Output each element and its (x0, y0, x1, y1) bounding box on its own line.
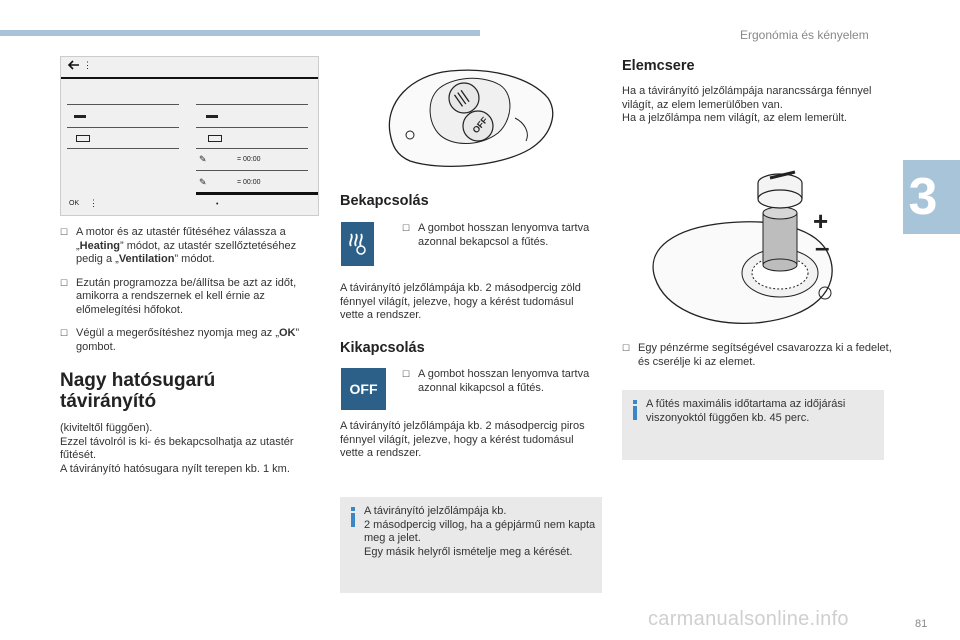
note-line: 2 másodpercig villog, ha a gépjármű nem … (364, 518, 596, 545)
text: ” módot. (174, 253, 215, 265)
info-icon (633, 400, 637, 420)
pencil-icon[interactable]: ✎ (199, 177, 207, 187)
note-line: A távirányító jelzőlámpája kb. (364, 505, 507, 517)
info-note-middle: A távirányító jelzőlámpája kb. 2 másodpe… (340, 497, 602, 593)
left-column: ☐ A motor és az utastér fűtéséhez válassz… (60, 226, 317, 354)
checkbox-bullet-icon: ☐ (622, 343, 631, 353)
text: A gombot hosszan lenyomva tartva azonnal… (418, 368, 590, 394)
elemcsere-text: Ha a távirányító jelzőlámpája narancssár… (622, 85, 884, 126)
checkbox-bullet-icon: ☐ (402, 369, 411, 379)
bullet-heating: ☐ A motor és az utastér fűtéséhez válassz… (60, 226, 317, 267)
paragraph: A távirányító hatósugara nyílt terepen k… (60, 462, 290, 475)
section-title: Ergonómia és kényelem (740, 28, 869, 42)
ok-button[interactable]: OK (69, 200, 80, 207)
note-text: A fűtés maximális időtartama az időjárás… (646, 398, 846, 424)
plus-sign: + (813, 206, 828, 236)
text: ” módot, az utastér szellőztetéséhez ped… (76, 239, 297, 266)
checkbox-bullet-icon: ☐ (60, 227, 69, 237)
note-text: A távirányító jelzőlámpája kb. 2 másodpe… (364, 505, 596, 559)
mode-dash-left (74, 115, 86, 118)
elemcsere-bullet: ☐ Egy pénzérme segítségével csavarozza ki… (622, 342, 900, 369)
text: A gombot hosszan lenyomva tartva azonnal… (418, 222, 590, 248)
note-line: Egy másik helyről ismételje meg a kérésé… (364, 545, 573, 558)
kikapcsolas-bullet: ☐ A gombot hosszan lenyomva tartva azonna… (402, 368, 618, 395)
text: Egy pénzérme segítségével csavarozza ki … (638, 342, 892, 368)
divider (67, 127, 179, 128)
mode-dash-right (206, 115, 218, 118)
bekapcsolas-paragraph: A távirányító jelzőlámpája kb. 2 másodpe… (340, 282, 581, 321)
paragraph: Ezzel távolról is ki- és bekapcsolhatja … (60, 435, 294, 462)
heating-on-icon (341, 222, 374, 266)
remote-control-illustration: OFF (388, 69, 554, 167)
chapter-tab (903, 160, 960, 234)
info-note-right: A fűtés maximális időtartama az időjárás… (622, 390, 884, 460)
heading-line: Nagy hatósugarú (60, 370, 216, 391)
page-number: 81 (915, 618, 928, 630)
paragraph: (kiviteltől függően). (60, 422, 153, 434)
minus-sign: – (815, 232, 829, 262)
paragraph: Ha a távirányító jelzőlámpája narancssár… (622, 85, 872, 111)
bullet-ok: ☐ Végül a megerősítéshez nyomja meg az „O… (60, 327, 317, 354)
info-icon (351, 507, 355, 527)
heading-line: távirányító (60, 391, 157, 412)
checkbox-bullet-icon: ☐ (60, 328, 69, 338)
text: Végül a megerősítéshez nyomja meg az „ (76, 327, 279, 339)
kebab-menu-icon[interactable]: ⋮ (89, 198, 98, 208)
kikapcsolas-paragraph: A távirányító jelzőlámpája kb. 2 másodpe… (340, 420, 585, 459)
watermark: carmanualsonline.info (648, 608, 849, 630)
time-value-1[interactable]: = 00:00 (237, 156, 261, 163)
checkbox-bullet-icon: ☐ (60, 277, 69, 288)
battery-replacement-illustration: + – (652, 170, 833, 324)
divider (196, 127, 308, 128)
bekapcsolas-title: Bekapcsolás (340, 193, 429, 209)
mode-toggle-left[interactable] (76, 135, 90, 142)
pencil-icon[interactable]: ✎ (199, 154, 207, 164)
text: A motor és az utastér fűtéséhez válassza… (76, 226, 286, 252)
divider (67, 104, 179, 105)
screen-mockup: ⋮ ✎ = 00:00 ✎ = 00:00 OK ⋮ • (60, 56, 319, 216)
divider (67, 148, 179, 149)
heating-keyword: Heating (79, 239, 121, 252)
bullet-program: ☐ Ezután programozza be/állítsa be azt az… (60, 277, 317, 318)
divider (196, 170, 308, 171)
kikapcsolas-title: Kikapcsolás (340, 340, 425, 356)
divider (196, 148, 308, 149)
chapter-number: 3 (908, 168, 938, 226)
divider-thick (196, 192, 318, 195)
heating-off-icon: OFF (341, 368, 386, 410)
text: ” gombot. (76, 327, 300, 353)
bekapcsolas-bullet: ☐ A gombot hosszan lenyomva tartva azonna… (402, 222, 603, 249)
ventilation-keyword: Ventilation (118, 253, 175, 265)
dot: • (216, 201, 219, 208)
time-value-2[interactable]: = 00:00 (237, 179, 261, 186)
arrow-left-icon[interactable] (67, 60, 81, 70)
text: Ezután programozza be/állítsa be azt az … (76, 276, 297, 316)
divider (61, 77, 318, 79)
ok-keyword: OK (279, 327, 296, 339)
elemcsere-title: Elemcsere (622, 58, 695, 74)
header-accent-bar (0, 30, 480, 36)
kebab-menu-icon[interactable]: ⋮ (83, 60, 92, 70)
remote-intro: (kiviteltől függően). Ezzel távolról is … (60, 422, 320, 476)
divider (196, 104, 308, 105)
mode-toggle-right[interactable] (208, 135, 222, 142)
paragraph: Ha a jelzőlámpa nem világít, az elem lem… (622, 112, 847, 124)
checkbox-bullet-icon: ☐ (402, 223, 411, 233)
